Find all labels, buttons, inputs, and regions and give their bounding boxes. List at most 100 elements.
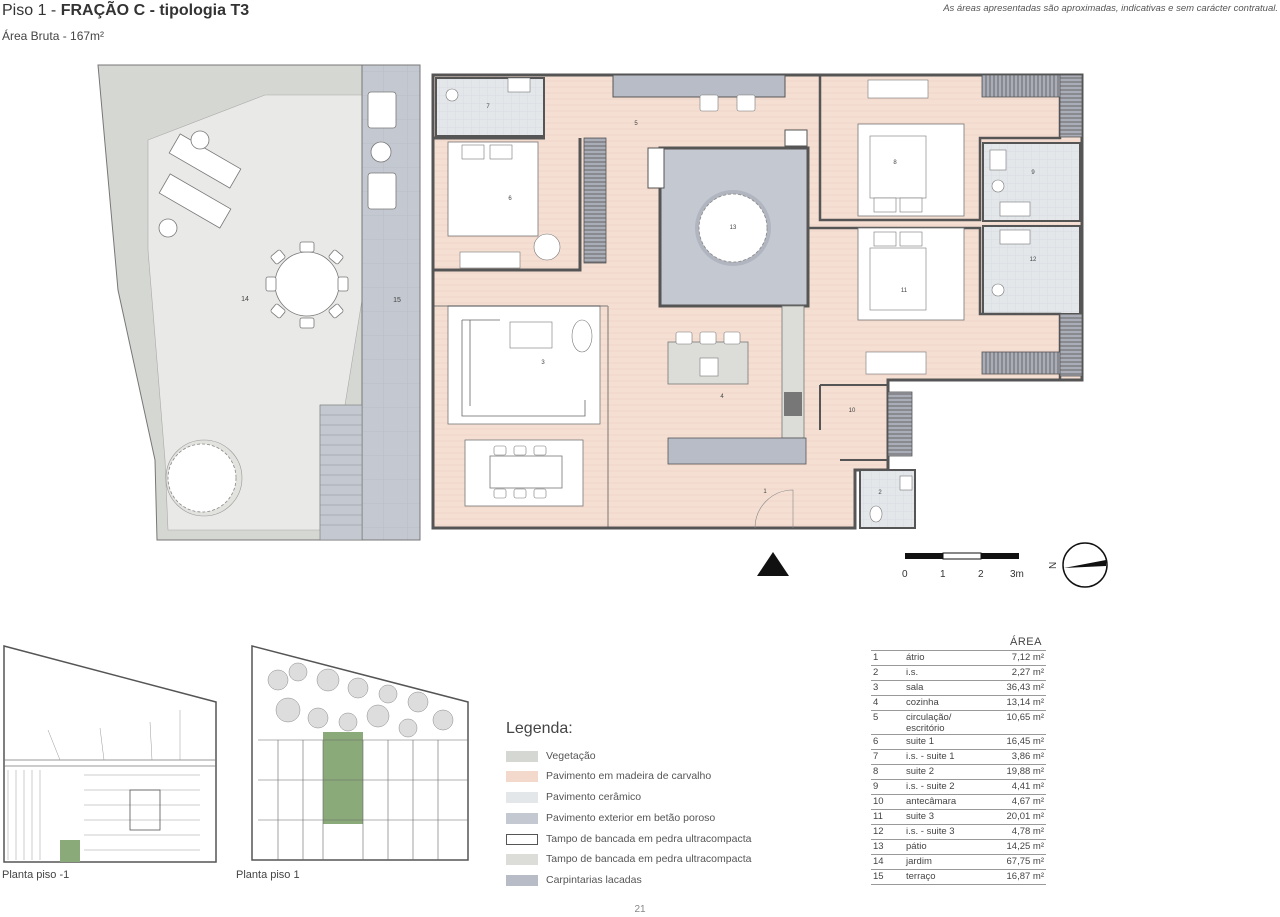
area-table-cell-num: 14 [873,856,884,867]
room-number-2: 2 [878,490,882,496]
north-label: N [1048,562,1059,569]
area-table-cell-name: antecâmara [906,796,957,807]
room-number-4: 4 [720,394,724,400]
table-row: 9 i.s. - suite 2 4,41 m² [871,779,1046,794]
room-number-7: 7 [486,104,490,110]
area-table-header: ÁREA [1010,636,1042,648]
scale-label-2: 2 [978,569,984,580]
minimap-floor1 [251,645,469,861]
area-table-cell-name: suite 2 [906,766,934,777]
legend-swatch-lacquered [506,874,538,886]
area-table-cell-name: i.s. - suite 2 [906,781,955,792]
area-table-cell-area: 67,75 m² [1006,856,1045,867]
legend-item: Pavimento em madeira de carvalho [506,769,711,783]
area-table-cell-num: 9 [873,781,879,792]
terrace-area: 15 [319,64,421,541]
room-number-11: 11 [901,288,908,294]
legend-item: Pavimento cerâmico [506,790,641,804]
legend-item: Vegetação [506,749,596,763]
table-row: 14 jardim 67,75 m² [871,854,1046,869]
room-number-8: 8 [893,160,897,166]
area-table-cell-area: 19,88 m² [1006,766,1045,777]
minimap-basement [3,645,217,863]
area-table-cell-num: 10 [873,796,884,807]
room-number-12: 12 [1030,257,1037,263]
area-table-cell-num: 13 [873,841,884,852]
area-table-cell-name: suite 3 [906,811,934,822]
area-table-cell-num: 3 [873,682,879,693]
area-table-cell-area: 20,01 m² [1006,811,1045,822]
area-table-cell-area: 4,41 m² [1011,781,1044,792]
area-table-cell-name: cozinha [906,697,939,708]
area-table-cell-name: i.s. - suite 1 [906,751,955,762]
area-table-cell-num: 1 [873,652,879,663]
room-number-5: 5 [634,121,638,127]
area-table-cell-name: suite 1 [906,736,934,747]
table-row: 1 átrio 7,12 m² [871,650,1046,665]
legend-swatch-counter-white [506,833,538,845]
minimap-floor1-caption: Planta piso 1 [236,869,300,881]
legend-swatch-concrete [506,812,538,824]
scale-bar: 0 1 2 3m [902,552,1024,580]
table-row: 15 terraço 16,87 m² [871,869,1046,885]
scale-label-0: 0 [902,569,908,580]
area-table-cell-area: 3,86 m² [1011,751,1044,762]
legend-swatch-counter-grey [506,853,538,865]
room-number-14: 14 [241,296,249,303]
area-table-cell-name: pátio [906,841,927,852]
legend-title: Legenda: [506,720,573,737]
room-number-13: 13 [730,225,737,231]
room-number-6: 6 [508,196,512,202]
area-table-cell-name: terraço [906,871,936,882]
area-table-cell-num: 6 [873,736,879,747]
area-table-cell-num: 8 [873,766,879,777]
legend-item: Carpintarias lacadas [506,873,642,887]
legend-swatch-wood [506,770,538,782]
area-table-cell-area: 16,87 m² [1006,871,1045,882]
tree-icon [165,439,243,517]
area-table-cell-name: i.s. - suite 3 [906,826,955,837]
legend-item: Tampo de bancada em pedra ultracompacta [506,832,751,846]
area-table-cell-area: 2,27 m² [1011,667,1044,678]
room-number-10: 10 [849,408,856,414]
scale-label-1: 1 [940,569,946,580]
room-number-15: 15 [393,297,401,304]
area-table-cell-name: sala [906,682,924,693]
page-number: 21 [634,904,646,915]
area-table-cell-num: 15 [873,871,884,882]
area-table-cell-area: 16,45 m² [1006,736,1045,747]
table-row: 8 suite 2 19,88 m² [871,764,1046,779]
area-table-cell-num: 5 [873,712,879,723]
room-number-1: 1 [763,489,767,495]
area-table-cell-area: 4,78 m² [1011,826,1044,837]
legend-item: Pavimento exterior em betão poroso [506,811,715,825]
room-number-9: 9 [1031,170,1035,176]
area-table-cell-area: 13,14 m² [1006,697,1045,708]
area-table-cell-area: 14,25 m² [1006,841,1045,852]
table-row: 6 suite 1 16,45 m² [871,734,1046,749]
area-table-cell-name: átrio [906,652,925,663]
legend-item: Tampo de bancada em pedra ultracompacta [506,852,751,866]
area-table-cell-area: 4,67 m² [1011,796,1044,807]
garden-area: 14 [97,64,363,541]
area-table-cell-name: jardim [906,856,932,867]
table-row: 11 suite 3 20,01 m² [871,809,1046,824]
area-table-cell-name: circulação/ escritório [906,712,952,734]
area-table-cell-num: 12 [873,826,884,837]
table-row: 7 i.s. - suite 1 3,86 m² [871,749,1046,764]
legend-swatch-ceramic [506,791,538,803]
table-row: 4 cozinha 13,14 m² [871,695,1046,710]
area-table-cell-num: 7 [873,751,879,762]
north-arrow-icon: N [1048,542,1108,588]
area-table-cell-area: 36,43 m² [1006,682,1045,693]
legend-swatch-vegetation [506,750,538,762]
area-table-cell-name: i.s. [906,667,919,678]
area-table-cell-num: 11 [873,811,883,822]
area-table-cell-num: 4 [873,697,879,708]
entrance-arrow-icon [757,552,789,576]
area-table-cell-area: 7,12 m² [1011,652,1044,663]
